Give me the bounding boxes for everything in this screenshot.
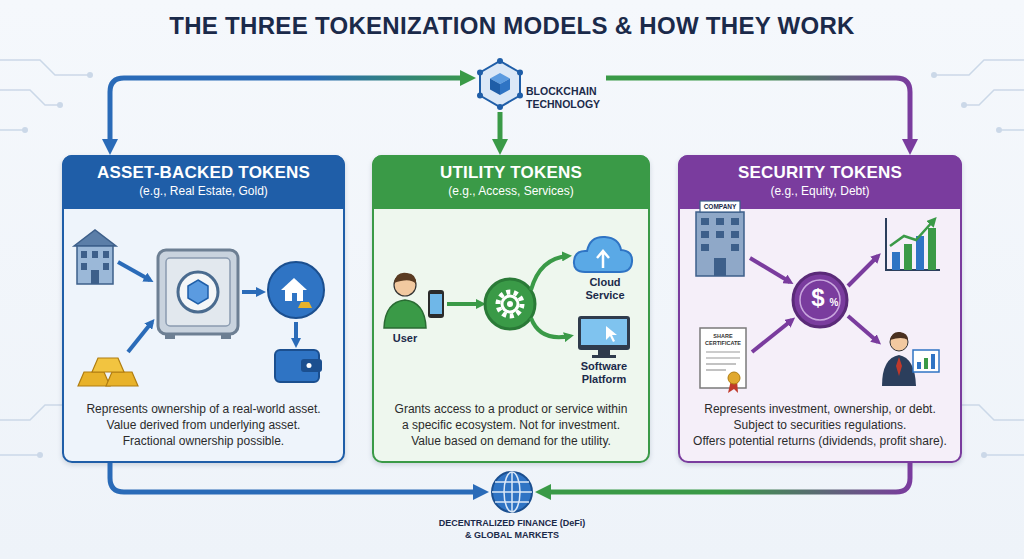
panel-heading: UTILITY TOKENS xyxy=(372,162,650,183)
connector-arrow xyxy=(606,78,910,147)
panel-description: Value derived from underlying asset. xyxy=(70,417,337,433)
connector-arrow xyxy=(543,463,910,492)
defi-node: DECENTRALIZED FINANCE (DeFi) & GLOBAL MA… xyxy=(489,470,535,514)
circuit-decoration xyxy=(954,405,1024,420)
blockchain-icon xyxy=(497,58,503,64)
node-label: DECENTRALIZED FINANCE (DeFi) & GLOBAL MA… xyxy=(437,517,587,541)
circuit-decoration xyxy=(931,72,937,78)
blockchain-icon xyxy=(490,73,510,84)
token-panel: ASSET-BACKED TOKENS(e.g., Real Estate, G… xyxy=(62,155,345,463)
connector-arrow xyxy=(498,112,503,147)
panel-subheading: (e.g., Real Estate, Gold) xyxy=(62,183,345,199)
globe-icon xyxy=(504,472,520,512)
panel-description: Represents ownership of a real-world ass… xyxy=(70,401,337,417)
panel-header: SECURITY TOKENS(e.g., Equity, Debt) xyxy=(678,155,962,209)
blockchain-icon xyxy=(477,70,483,76)
globe-icon xyxy=(492,472,532,512)
panel-header: ASSET-BACKED TOKENS(e.g., Real Estate, G… xyxy=(62,155,345,209)
blockchain-icon xyxy=(477,93,483,99)
circuit-decoration xyxy=(0,405,70,420)
panel-header: UTILITY TOKENS(e.g., Access, Services) xyxy=(372,155,650,209)
node-label: BLOCKCHAIN TECHNOLOGY xyxy=(526,85,606,111)
circuit-decoration xyxy=(999,129,1024,131)
circuit-decoration xyxy=(996,127,1002,133)
circuit-decoration xyxy=(87,72,93,78)
globe-icon xyxy=(495,482,529,502)
callout-label: Software Platform xyxy=(573,360,635,386)
panel-subheading: (e.g., Access, Services) xyxy=(372,183,650,199)
blockchain-icon xyxy=(477,58,523,110)
callout-label: $ xyxy=(806,285,830,311)
circuit-decoration xyxy=(984,454,1024,456)
panel-body: Represents investment, ownership, or deb… xyxy=(686,401,954,449)
circuit-decoration xyxy=(22,127,28,133)
blockchain-icon xyxy=(517,93,523,99)
callout-label: User xyxy=(380,332,430,345)
connector-arrow xyxy=(110,78,468,147)
circuit-decoration xyxy=(964,90,1024,105)
circuit-decoration xyxy=(57,102,63,108)
blockchain-node: BLOCKCHAIN TECHNOLOGY xyxy=(476,58,606,112)
panel-subheading: (e.g., Equity, Debt) xyxy=(678,183,962,199)
panel-description: Fractional ownership possible. xyxy=(70,433,337,449)
circuit-decoration xyxy=(961,102,967,108)
blockchain-icon xyxy=(497,104,503,110)
circuit-decoration xyxy=(0,454,40,456)
circuit-decoration xyxy=(0,90,60,105)
panel-description: Represents investment, ownership, or deb… xyxy=(686,401,954,417)
callout-label: % xyxy=(827,297,841,309)
token-panel: UTILITY TOKENS(e.g., Access, Services) Gr… xyxy=(372,155,650,463)
panel-description: Grants access to a product or service wi… xyxy=(393,401,630,449)
circuit-decoration xyxy=(0,129,25,131)
diagram-title: THE THREE TOKENIZATION MODELS & HOW THEY… xyxy=(0,11,1024,41)
globe-icon xyxy=(492,491,532,493)
callout-label: Cloud Service xyxy=(575,276,635,302)
globe-icon xyxy=(511,472,513,512)
callout-label: COMPANY xyxy=(700,203,740,211)
callout-label: SHARE CERTIFICATE xyxy=(702,333,744,347)
panel-description: Subject to securities regulations. xyxy=(686,417,954,433)
panel-body: Grants access to a product or service wi… xyxy=(380,401,642,449)
blockchain-icon xyxy=(477,58,523,110)
panel-body: Represents ownership of a real-world ass… xyxy=(70,401,337,449)
circuit-decoration xyxy=(0,60,90,75)
panel-heading: SECURITY TOKENS xyxy=(678,162,962,183)
blockchain-icon xyxy=(490,79,500,96)
blockchain-icon xyxy=(517,70,523,76)
panel-description: Offers potential returns (dividends, pro… xyxy=(686,433,954,449)
circuit-decoration xyxy=(934,60,1024,75)
circuit-decoration xyxy=(37,452,43,458)
blockchain-icon xyxy=(480,61,520,107)
panel-heading: ASSET-BACKED TOKENS xyxy=(62,162,345,183)
connector-arrow xyxy=(110,463,481,492)
globe-icon xyxy=(492,472,532,512)
circuit-decoration xyxy=(981,452,987,458)
blockchain-icon xyxy=(500,79,510,96)
